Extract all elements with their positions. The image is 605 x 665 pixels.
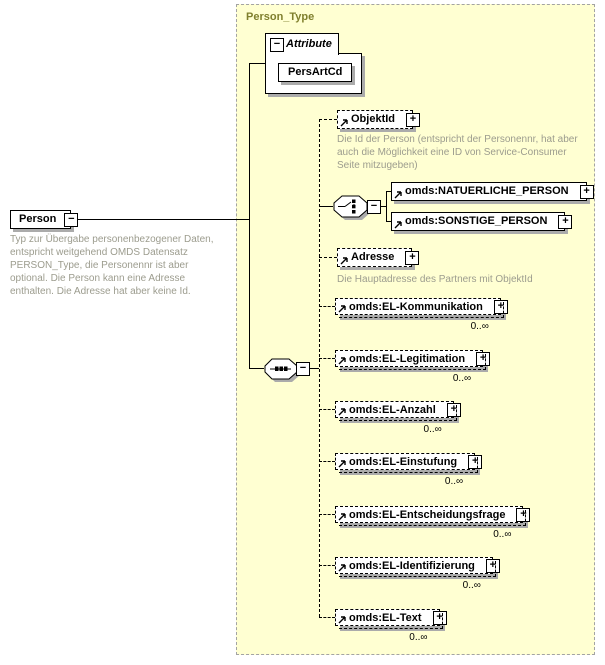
expand-icon[interactable]: + <box>432 610 447 625</box>
element-el-text-label: omds:EL-Text <box>349 612 422 624</box>
expand-icon[interactable]: + <box>446 402 461 417</box>
expand-icon[interactable]: + <box>468 454 483 469</box>
element-el-identifizierung-wrap: omds:EL-Identifizierung + 0..∞ <box>335 556 500 591</box>
occurrence-label: 0..∞ <box>452 373 472 384</box>
connector-line <box>319 358 335 359</box>
attribute-persartcd[interactable]: PersArtCd <box>278 63 353 82</box>
collapse-icon[interactable]: − <box>270 38 284 52</box>
element-el-text-wrap: omds:EL-Text + 0..∞ <box>335 608 447 643</box>
element-el-legitimation[interactable]: omds:EL-Legitimation + <box>335 350 491 370</box>
connector-line <box>249 368 264 369</box>
element-el-einstufung[interactable]: omds:EL-Einstufung + <box>335 453 483 473</box>
attribute-group-label: Attribute <box>286 38 332 50</box>
ref-arrow-icon <box>338 616 346 624</box>
element-el-anzahl-wrap: omds:EL-Anzahl + 0..∞ <box>335 400 461 435</box>
connector-line <box>386 191 387 222</box>
expand-icon[interactable]: + <box>485 558 500 573</box>
connector-line <box>319 306 335 307</box>
child-branch-line <box>319 119 320 617</box>
collapse-icon[interactable]: − <box>296 362 310 376</box>
connector-line <box>319 409 335 410</box>
occurrence-label: 0..∞ <box>409 632 428 643</box>
element-el-kommunikation-wrap: omds:EL-Kommunikation + 0..∞ <box>335 297 508 332</box>
element-natuerliche-person[interactable]: omds:NATUERLICHE_PERSON + <box>391 182 594 201</box>
element-el-text[interactable]: omds:EL-Text + <box>335 609 447 629</box>
connector-line <box>319 461 335 462</box>
element-sonstige-person[interactable]: omds:SONSTIGE_PERSON + <box>391 212 573 231</box>
choice-connector[interactable] <box>333 195 375 229</box>
ref-arrow-icon <box>394 221 402 229</box>
connector-line <box>386 191 391 192</box>
connector-line <box>319 206 333 207</box>
ref-arrow-icon <box>340 257 348 265</box>
element-el-identifizierung[interactable]: omds:EL-Identifizierung + <box>335 557 500 577</box>
ref-arrow-icon <box>338 408 346 416</box>
occurrence-label: 0..∞ <box>493 529 512 540</box>
person-type-label: Person_Type <box>246 11 315 23</box>
element-el-identifizierung-label: omds:EL-Identifizierung <box>349 560 475 572</box>
expand-icon[interactable]: + <box>476 351 491 366</box>
connector-line <box>76 219 249 220</box>
element-natuerliche-person-label: omds:NATUERLICHE_PERSON <box>405 185 569 197</box>
collapse-icon[interactable]: − <box>64 212 79 227</box>
connector-line <box>319 617 335 618</box>
expand-icon[interactable]: + <box>579 184 594 199</box>
element-el-legitimation-wrap: omds:EL-Legitimation + 0..∞ <box>335 349 491 384</box>
element-el-anzahl[interactable]: omds:EL-Anzahl + <box>335 401 461 421</box>
expand-icon[interactable]: + <box>493 299 508 314</box>
connector-line <box>249 63 250 369</box>
connector-line <box>319 257 337 258</box>
expand-icon[interactable]: + <box>405 250 420 265</box>
occurrence-label: 0..∞ <box>462 580 481 591</box>
ref-arrow-icon <box>338 305 346 313</box>
expand-icon[interactable]: + <box>558 214 573 229</box>
connector-line <box>309 368 319 369</box>
objektid-annotation: Die Id der Person (entspricht der Person… <box>337 134 578 171</box>
connector-line <box>319 119 337 120</box>
element-adresse-label: Adresse <box>351 251 395 263</box>
occurrence-label: 0..∞ <box>444 476 464 487</box>
ref-arrow-icon <box>394 191 402 199</box>
element-person-label: Person <box>19 213 57 225</box>
expand-icon[interactable]: + <box>516 507 531 522</box>
connector-line <box>319 565 335 566</box>
element-el-entscheidungsfrage-wrap: omds:EL-Entscheidungsfrage + 0..∞ <box>335 505 531 540</box>
ref-arrow-icon <box>338 564 346 572</box>
ref-arrow-icon <box>338 357 346 365</box>
ref-arrow-icon <box>338 513 346 521</box>
element-adresse[interactable]: Adresse + <box>337 248 420 267</box>
element-objektid-label: ObjektId <box>351 113 396 125</box>
adresse-annotation: Die Hauptadresse des Partners mit Objekt… <box>337 274 533 285</box>
choice-icon <box>333 195 370 220</box>
occurrence-label: 0..∞ <box>423 424 442 435</box>
element-el-kommunikation[interactable]: omds:EL-Kommunikation + <box>335 298 508 318</box>
element-el-entscheidungsfrage-label: omds:EL-Entscheidungsfrage <box>349 509 506 521</box>
collapse-icon[interactable]: − <box>367 200 381 214</box>
connector-line <box>319 514 335 515</box>
connector-line <box>249 63 265 64</box>
ref-arrow-icon <box>340 119 348 127</box>
person-annotation: Typ zur Übergabe personenbezogener Daten… <box>10 234 214 297</box>
element-el-anzahl-label: omds:EL-Anzahl <box>349 404 436 416</box>
element-el-einstufung-wrap: omds:EL-Einstufung + 0..∞ <box>335 452 483 487</box>
element-person[interactable]: Person − <box>10 210 79 229</box>
sequence-connector[interactable] <box>264 358 304 390</box>
element-el-entscheidungsfrage[interactable]: omds:EL-Entscheidungsfrage + <box>335 506 531 526</box>
connector-line <box>386 221 391 222</box>
ref-arrow-icon <box>338 460 346 468</box>
element-objektid[interactable]: ObjektId + <box>337 110 421 129</box>
expand-icon[interactable]: + <box>406 112 421 127</box>
occurrence-label: 0..∞ <box>470 321 489 332</box>
element-el-kommunikation-label: omds:EL-Kommunikation <box>349 301 483 313</box>
element-el-einstufung-label: omds:EL-Einstufung <box>349 456 458 468</box>
attribute-group-tab[interactable]: − Attribute <box>265 33 339 55</box>
sequence-icon <box>264 358 300 382</box>
connector-line <box>380 206 386 207</box>
element-sonstige-person-label: omds:SONSTIGE_PERSON <box>405 215 548 227</box>
element-el-legitimation-label: omds:EL-Legitimation <box>349 353 466 365</box>
